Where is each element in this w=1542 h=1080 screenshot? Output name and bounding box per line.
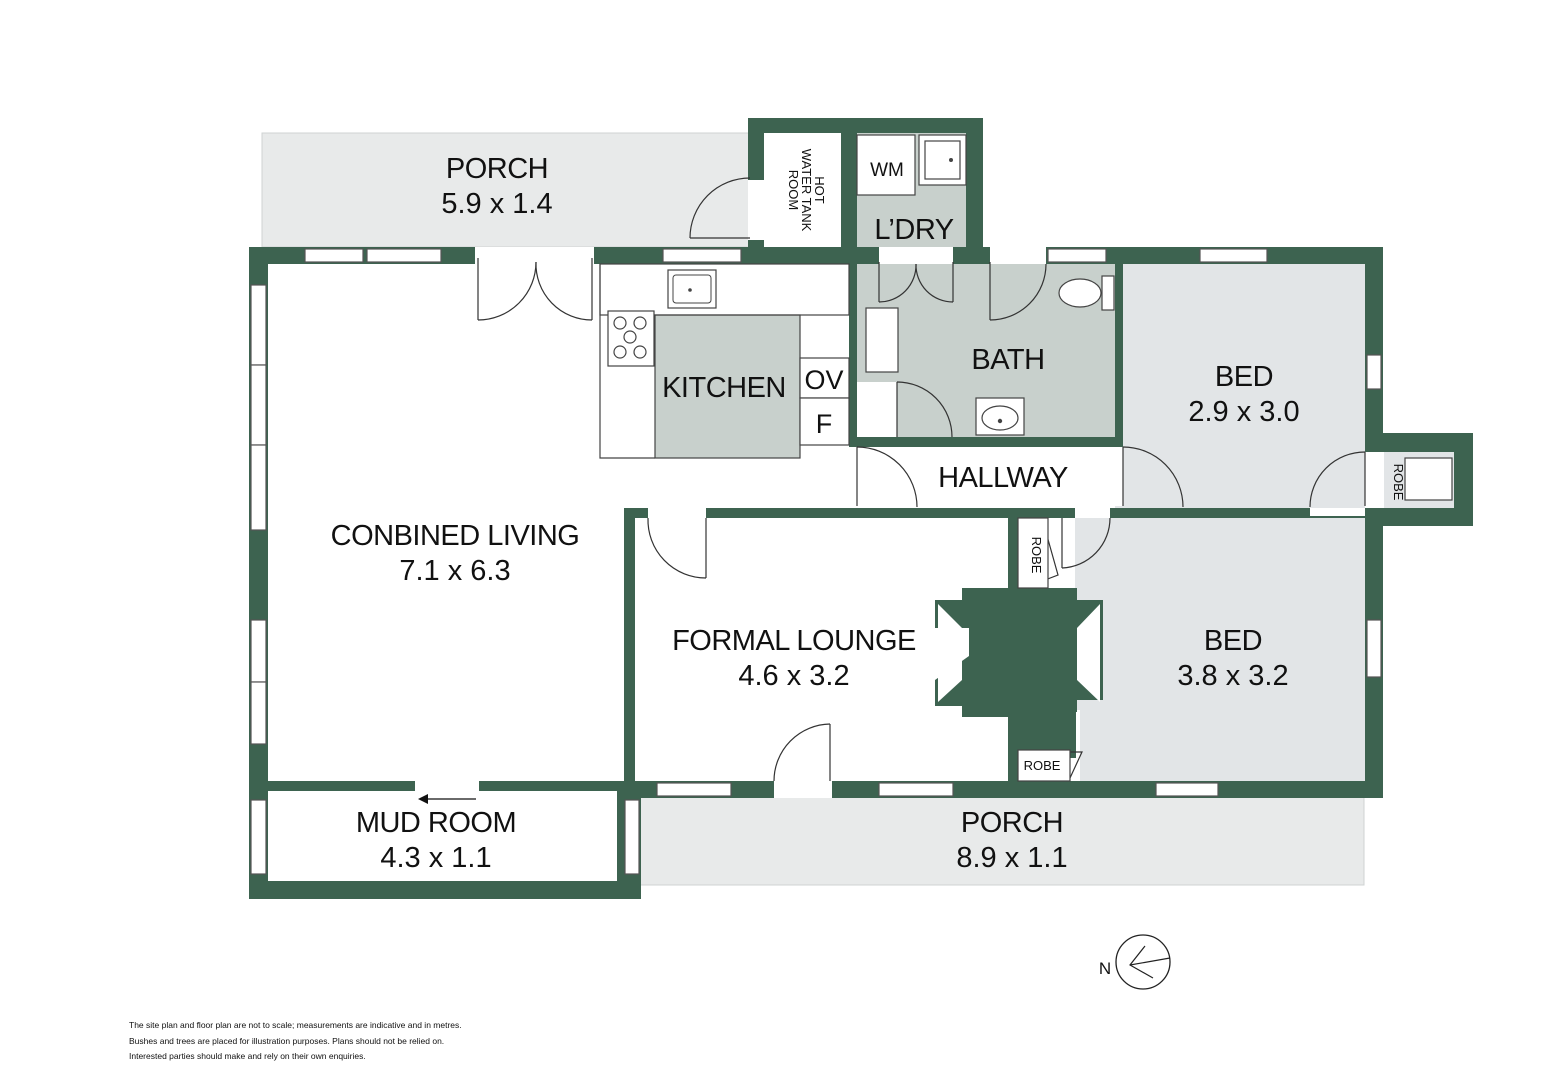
- disclaimer: The site plan and floor plan are not to …: [129, 1018, 462, 1065]
- hot-water-line-1: HOT: [812, 176, 827, 204]
- bed-2-floor: [1075, 516, 1365, 781]
- porch-rear-floor: [261, 132, 751, 248]
- living-dims: 7.1 x 6.3: [399, 555, 510, 587]
- kitchen-floor: [655, 315, 800, 458]
- kitchen-fridge-label: F: [816, 409, 833, 439]
- laundry-tub-icon: [949, 158, 953, 162]
- compass-label: N: [1099, 959, 1111, 978]
- porch-rear-name: PORCH: [446, 153, 548, 185]
- porch-rear-dims: 5.9 x 1.4: [441, 188, 552, 220]
- lounge-name: FORMAL LOUNGE: [672, 625, 916, 657]
- bed-1-floor: [1122, 264, 1365, 508]
- lounge-dims: 4.6 x 3.2: [738, 660, 849, 692]
- disclaimer-line-1: The site plan and floor plan are not to …: [129, 1020, 462, 1030]
- bed-1-name: BED: [1215, 361, 1273, 393]
- porch-front-dims: 8.9 x 1.1: [956, 842, 1067, 874]
- bed-2-name: BED: [1204, 625, 1262, 657]
- cooktop-icon: [607, 310, 655, 367]
- disclaimer-line-2: Bushes and trees are placed for illustra…: [129, 1035, 445, 1046]
- kitchen-name: KITCHEN: [662, 372, 786, 404]
- porch-front-name: PORCH: [961, 807, 1063, 839]
- robe-1-label: ROBE: [1391, 464, 1406, 501]
- kitchen-oven-label: OV: [804, 365, 843, 395]
- fixtures: [599, 134, 1453, 782]
- mud-room-dims: 4.3 x 1.1: [380, 842, 491, 874]
- room-labels: PORCH 5.9 x 1.4 HOT WATER TANK ROOM WM L…: [331, 149, 1406, 874]
- hot-water-line-3: ROOM: [786, 170, 801, 210]
- bed-1-dims: 2.9 x 3.0: [1188, 396, 1299, 428]
- hot-water-tank-room-label: HOT WATER TANK ROOM: [786, 149, 827, 232]
- mud-room-name: MUD ROOM: [356, 807, 516, 839]
- north-arrow-icon: N: [1099, 934, 1171, 990]
- toilet-icon: [1058, 275, 1115, 311]
- windows: [250, 248, 1382, 875]
- basin-icon: [975, 397, 1025, 436]
- laundry-wm-label: WM: [870, 160, 904, 181]
- door-swings: [477, 177, 1366, 782]
- disclaimer-line-3: Interested parties should make and rely …: [129, 1051, 366, 1061]
- fireplace-openings: [938, 604, 1100, 702]
- door-openings: [415, 180, 1365, 798]
- sliding-door-arrow-icon: [418, 794, 476, 804]
- robe-2-label: ROBE: [1029, 537, 1044, 574]
- robe-3-label: ROBE: [1024, 758, 1061, 773]
- kitchen-sink-icon: [667, 269, 717, 309]
- hot-water-line-2: WATER TANK: [799, 149, 814, 232]
- laundry-name: L’DRY: [874, 214, 953, 246]
- bath-name: BATH: [971, 344, 1044, 376]
- bed-2-dims: 3.8 x 3.2: [1177, 660, 1288, 692]
- hallway-name: HALLWAY: [938, 462, 1068, 494]
- porch-front-floor: [639, 796, 1365, 886]
- living-name: CONBINED LIVING: [331, 520, 580, 552]
